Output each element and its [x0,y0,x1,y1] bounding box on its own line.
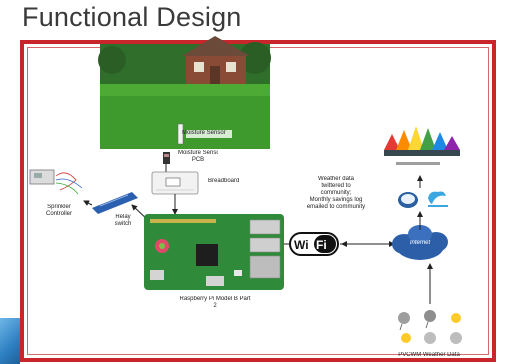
house-lawn-photo [98,36,271,149]
raspberry-pi-label: Raspberry Pi Model B Part 2 [179,296,251,309]
community-houses-icon [378,112,462,170]
weather-tweet-label: Weather data twittered to community; Mon… [306,176,366,210]
weather-icons [398,310,462,344]
relay-icon [92,192,138,214]
sprinkler-controller-label: Sprinkler Controller [45,204,72,217]
moisture-sensor-label: Moisture Sensor [182,130,226,136]
wifi-logo-icon [289,232,339,256]
pcb-icon [163,152,170,164]
slide-title: Functional Design [22,2,242,32]
raspberry-pi-board-icon [144,214,284,290]
breadboard-label: Breadboard [208,178,240,184]
slide-accent-shape [0,318,20,364]
breadboard-icon [151,171,199,195]
internet-label: Internet [409,240,431,246]
relay-switch-label: Relay switch [114,214,132,227]
email-icon [398,192,418,208]
twitter-bird-icon [428,191,448,207]
sprinkler-controller-icon [29,169,83,195]
pvcwm-weather-label: PVCWM Weather Data [398,352,460,358]
wifi-text-part2: Fi [316,238,327,252]
moisture-sensor-pcb-label: Moisture Sensor PCB [178,150,218,163]
internet-cloud-icon [392,225,448,260]
wifi-text-part1: Wi [294,238,309,252]
